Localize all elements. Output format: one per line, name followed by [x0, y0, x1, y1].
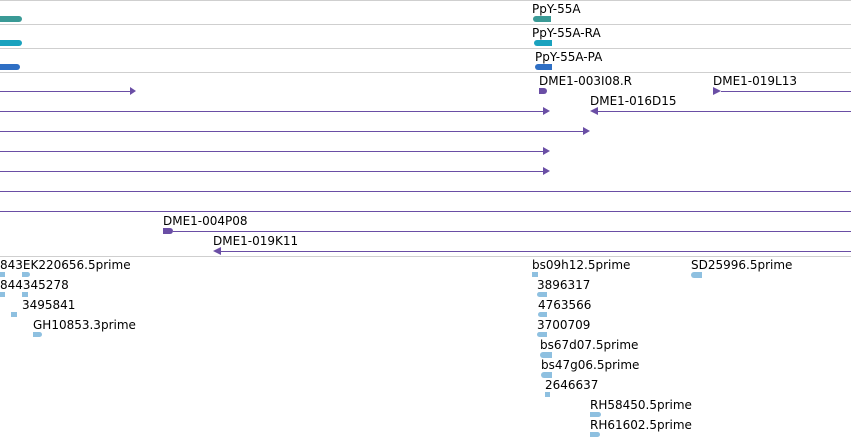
est-label[interactable]: 2646637	[545, 378, 599, 392]
track-separator	[0, 72, 851, 73]
clone-line[interactable]	[0, 91, 133, 92]
protein-label[interactable]: PpY-55A-PA	[535, 50, 603, 64]
est-label[interactable]: 843EK220656.5prime	[0, 258, 131, 272]
clone-line[interactable]	[0, 211, 851, 212]
gene-feature[interactable]	[533, 16, 551, 22]
est-label[interactable]: 3700709	[537, 318, 591, 332]
clone-arrow-icon	[543, 167, 550, 175]
est-marker[interactable]	[33, 332, 42, 337]
clone-arrow-icon	[213, 247, 221, 255]
gene-feature-left[interactable]	[0, 16, 22, 22]
est-label[interactable]: 3896317	[537, 278, 591, 292]
clone-label[interactable]: DME1-003I08.R	[539, 74, 633, 88]
track-separator	[0, 48, 851, 49]
clone-line[interactable]	[0, 111, 545, 112]
est-label[interactable]: GH10853.3prime	[33, 318, 136, 332]
est-marker[interactable]	[532, 272, 538, 277]
est-label[interactable]: RH58450.5prime	[590, 398, 692, 412]
clone-line[interactable]	[173, 231, 851, 232]
transcript-label[interactable]: PpY-55A-RA	[532, 26, 601, 40]
est-label[interactable]: bs09h12.5prime	[532, 258, 631, 272]
clone-arrow-icon	[130, 87, 136, 95]
est-marker[interactable]	[541, 372, 552, 378]
clone-line[interactable]	[721, 91, 851, 92]
protein-feature[interactable]	[535, 64, 552, 70]
clone-line[interactable]	[0, 171, 545, 172]
est-label[interactable]: SD25996.5prime	[691, 258, 793, 272]
est-marker[interactable]	[537, 332, 547, 337]
est-label[interactable]: 3495841	[22, 298, 76, 312]
transcript-feature[interactable]	[534, 40, 552, 46]
clone-marker[interactable]	[539, 88, 547, 94]
est-marker[interactable]	[590, 432, 600, 437]
track-separator	[0, 0, 851, 1]
track-separator	[0, 256, 851, 257]
clone-marker[interactable]	[163, 228, 173, 234]
clone-label[interactable]: DME1-019K11	[213, 234, 299, 248]
clone-line[interactable]	[598, 111, 851, 112]
est-marker[interactable]	[537, 292, 547, 297]
clone-arrow-icon	[713, 87, 721, 95]
track-separator	[0, 24, 851, 25]
clone-arrow-icon	[543, 147, 550, 155]
clone-arrow-icon	[543, 107, 550, 115]
clone-label[interactable]: DME1-019L13	[713, 74, 797, 88]
gene-label[interactable]: PpY-55A	[532, 2, 581, 16]
clone-line[interactable]	[0, 151, 545, 152]
est-marker[interactable]	[0, 292, 5, 297]
est-label[interactable]: 844345278	[0, 278, 69, 292]
est-marker[interactable]	[0, 272, 5, 277]
clone-label[interactable]: DME1-004P08	[163, 214, 248, 228]
est-marker[interactable]	[538, 312, 547, 317]
clone-arrow-icon	[583, 127, 590, 135]
est-marker[interactable]	[540, 352, 552, 358]
est-marker[interactable]	[590, 412, 601, 417]
est-marker[interactable]	[11, 312, 17, 317]
transcript-feature-left[interactable]	[0, 40, 22, 46]
est-label[interactable]: RH61602.5prime	[590, 418, 692, 432]
est-marker[interactable]	[22, 272, 30, 277]
est-marker[interactable]	[545, 392, 550, 397]
est-label[interactable]: bs47g06.5prime	[541, 358, 640, 372]
protein-feature-left[interactable]	[0, 64, 20, 70]
clone-line[interactable]	[0, 191, 851, 192]
est-marker[interactable]	[691, 272, 702, 278]
est-label[interactable]: bs67d07.5prime	[540, 338, 639, 352]
est-marker[interactable]	[22, 292, 28, 297]
clone-line[interactable]	[0, 131, 585, 132]
clone-line[interactable]	[221, 251, 851, 252]
est-label[interactable]: 4763566	[538, 298, 592, 312]
clone-label[interactable]: DME1-016D15	[590, 94, 677, 108]
clone-arrow-icon	[590, 107, 598, 115]
